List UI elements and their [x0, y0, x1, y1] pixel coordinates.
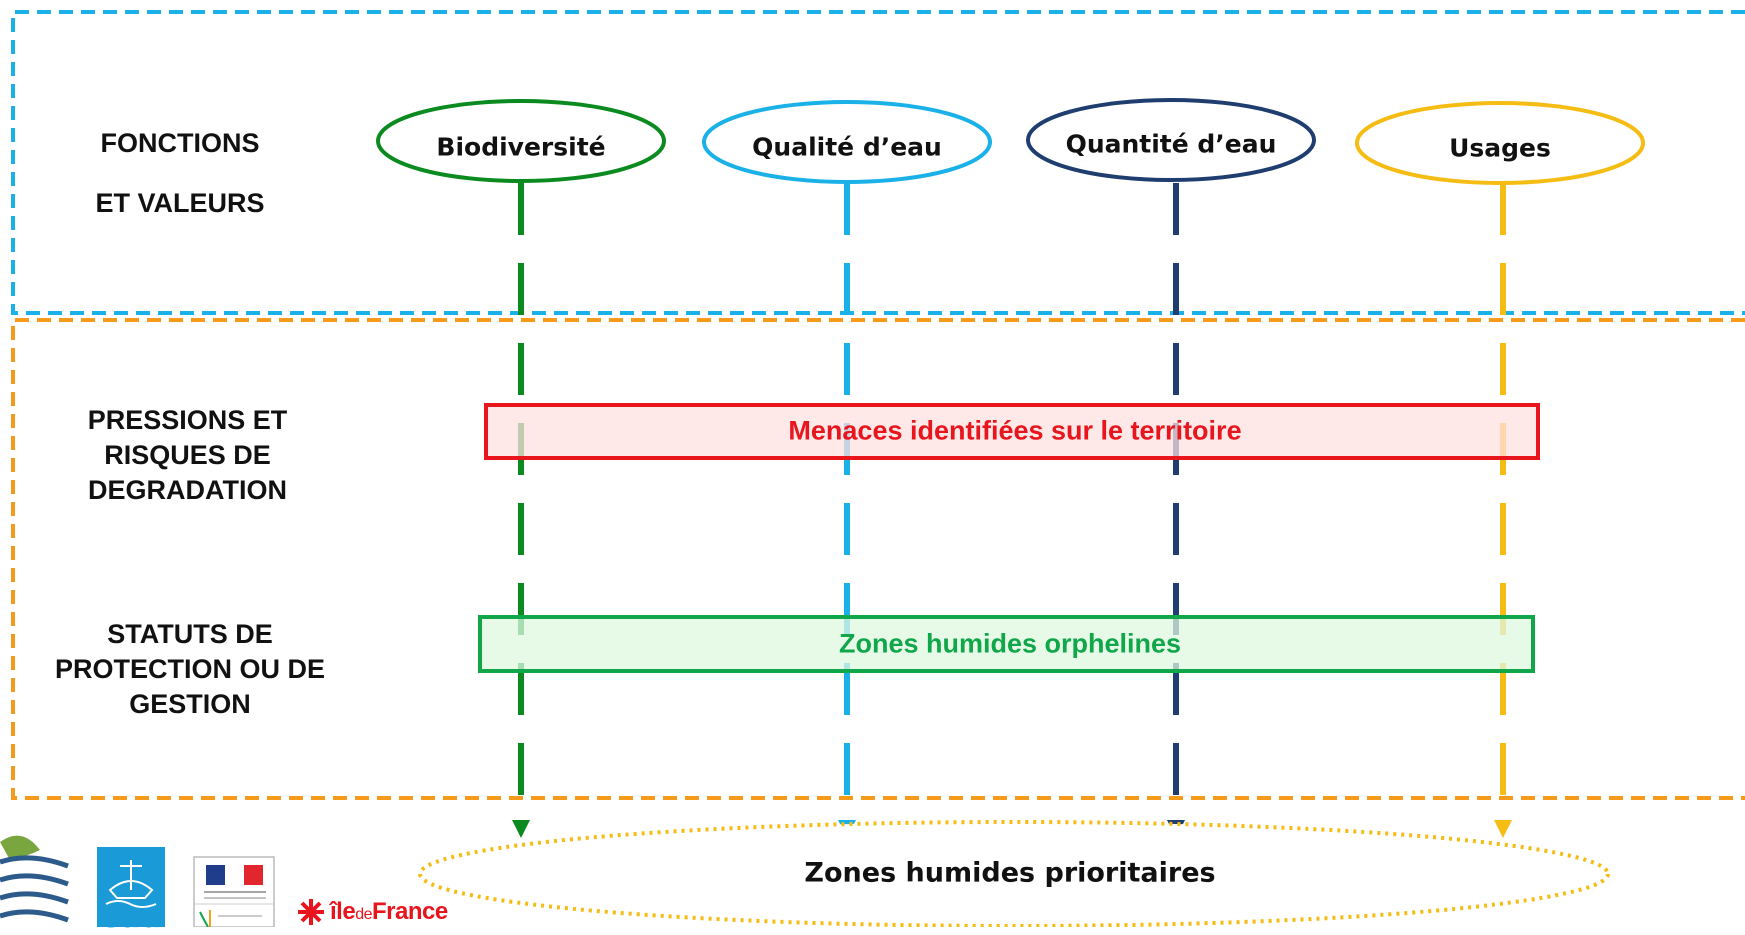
water-agency-logo-text: eau — [100, 900, 162, 935]
republique-francaise-logo — [193, 856, 275, 927]
status-row-label: STATUTS DE PROTECTION OU DE GESTION — [30, 617, 350, 722]
pressures-section-border — [11, 318, 1745, 800]
node-biodiversite-label: Biodiversité — [436, 132, 606, 162]
orphan-band-label: Zones humides orphelines — [838, 628, 1182, 659]
agency-wave-logo — [0, 835, 69, 923]
pressures-row-label: PRESSIONS ET RISQUES DE DEGRADATION — [45, 403, 330, 508]
threats-band-label: Menaces identifiées sur le territoire — [788, 415, 1242, 446]
node-biodiversite-ellipse — [376, 99, 666, 183]
region-brand-de: de — [355, 906, 372, 923]
node-quantite-label: Quantité d’eau — [1065, 129, 1277, 159]
flow-lines — [512, 183, 1512, 838]
status-label-line2: PROTECTION OU DE — [54, 654, 325, 684]
flow-arrow-biodiversite — [512, 820, 530, 838]
status-label-line1: STATUTS DE — [107, 619, 273, 649]
orphan-band — [478, 615, 1535, 673]
status-label-line3: GESTION — [129, 689, 251, 719]
node-qualite-ellipse — [702, 100, 992, 184]
flow-arrow-usages — [1494, 820, 1512, 838]
pressures-label-line2: RISQUES DE — [104, 440, 271, 470]
node-usages-ellipse — [1355, 101, 1645, 185]
functions-label-line2: ET VALEURS — [95, 188, 265, 218]
region-asterisk-icon — [298, 899, 324, 925]
result-label: Zones humides prioritaires — [804, 857, 1216, 889]
node-qualite-label: Qualité d’eau — [752, 132, 942, 162]
functions-label-line1: FONCTIONS — [100, 128, 260, 158]
functions-row-label: FONCTIONS ET VALEURS — [60, 113, 300, 233]
threats-band — [484, 403, 1540, 460]
pressures-label-line1: PRESSIONS ET — [87, 405, 288, 435]
result-ellipse — [418, 820, 1610, 927]
node-usages-label: Usages — [1449, 133, 1551, 163]
functions-section-border — [11, 10, 1745, 315]
node-quantite-ellipse — [1026, 98, 1316, 182]
region-brand-main: île — [330, 898, 356, 925]
region-brand-tail: France — [371, 898, 448, 925]
region-brand-logo: îledeFrance — [330, 898, 448, 926]
pressures-label-line3: DEGRADATION — [88, 475, 287, 505]
water-agency-logo — [97, 847, 165, 927]
